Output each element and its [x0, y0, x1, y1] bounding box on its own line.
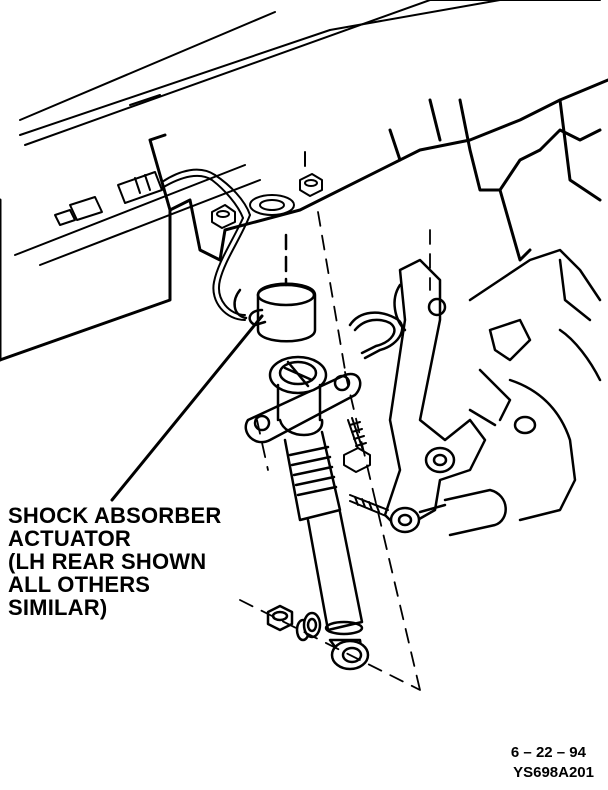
bracket-hook: [348, 311, 404, 360]
diagram-date: 6 – 22 – 94: [510, 744, 586, 761]
callout-line: SIMILAR): [8, 595, 108, 620]
shock-absorber-body: [283, 430, 370, 671]
wiring-harness: [54, 168, 251, 321]
callout-leader: [110, 314, 264, 502]
callout-line: (LH REAR SHOWN: [8, 549, 207, 574]
lower-bushing-stack: [266, 604, 322, 642]
shock-mount-plate: [244, 355, 362, 444]
upper-mount-nuts: [211, 151, 323, 229]
shock-absorber-callout: SHOCK ABSORBER ACTUATOR (LH REAR SHOWN A…: [8, 504, 221, 619]
rear-structure: [468, 248, 602, 522]
frame-rails: [14, 0, 601, 266]
callout-line: ALL OTHERS: [8, 572, 151, 597]
actuator-body: [233, 233, 317, 343]
lower-bolt: [349, 494, 389, 517]
callout-line: ACTUATOR: [8, 526, 131, 551]
callout-line: SHOCK ABSORBER: [8, 503, 222, 528]
diagram-reference-code: YS698A201: [513, 764, 594, 781]
body-panel: [0, 78, 608, 362]
lower-bracket-assembly: [383, 258, 507, 537]
alignment-dashes: [239, 211, 431, 691]
